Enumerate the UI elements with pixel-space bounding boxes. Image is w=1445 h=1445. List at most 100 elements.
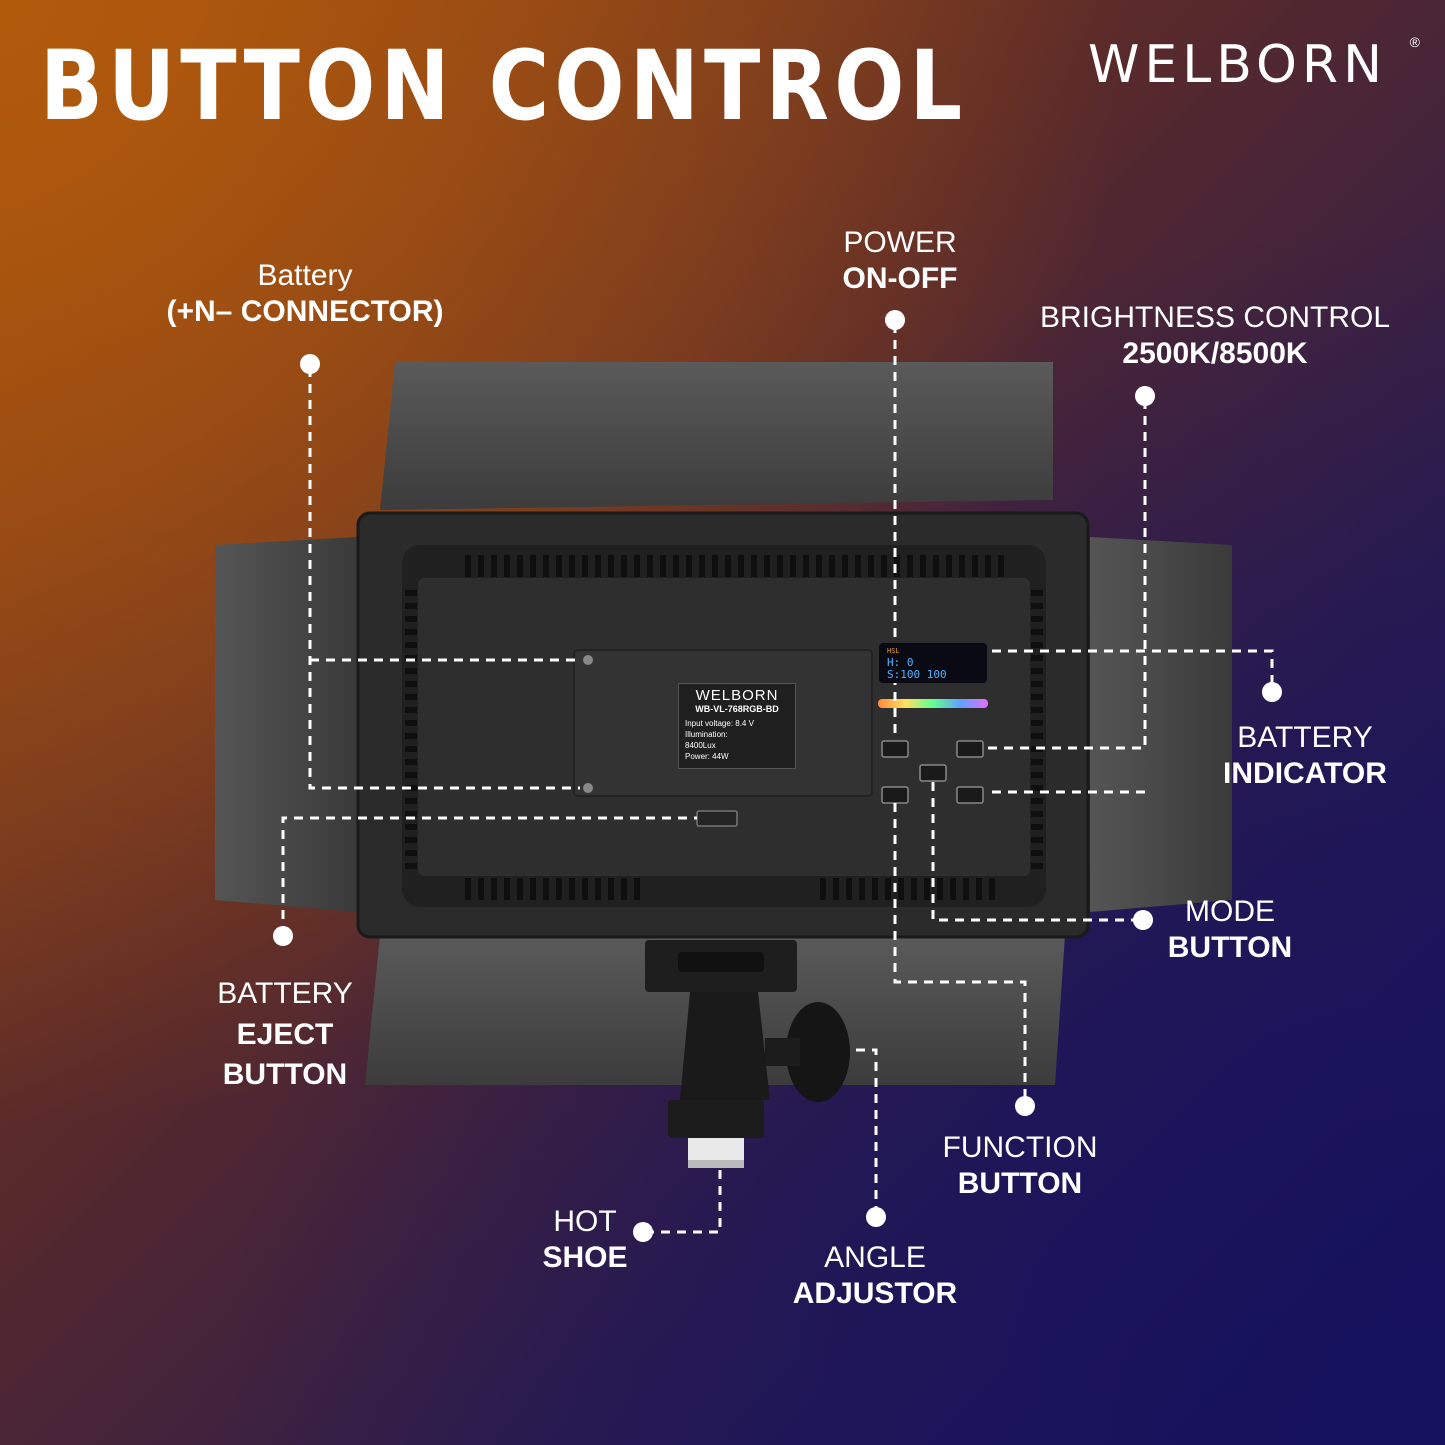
rgb-indicator xyxy=(878,699,988,708)
vent-slot xyxy=(478,878,484,900)
callout-dot-battery-connector xyxy=(300,354,320,374)
barndoor-right xyxy=(1090,537,1232,912)
barndoor-top xyxy=(380,362,1053,510)
vent-slot xyxy=(1031,837,1043,843)
vent-slot xyxy=(530,555,536,577)
vent-slot xyxy=(946,555,952,577)
vent-slot xyxy=(405,603,417,609)
vent-slot xyxy=(405,681,417,687)
vent-slot xyxy=(820,878,826,900)
callout-dot-power xyxy=(885,310,905,330)
vent-slot xyxy=(405,863,417,869)
vent-slot xyxy=(872,878,878,900)
vent-slot xyxy=(738,555,744,577)
vent-slot xyxy=(569,555,575,577)
vent-slot xyxy=(405,772,417,778)
vent-slot xyxy=(621,878,627,900)
vent-slot xyxy=(989,878,995,900)
spec-plate-model: WB-VL-768RGB-BD xyxy=(695,704,779,714)
vent-slot xyxy=(972,555,978,577)
vent-slot xyxy=(911,878,917,900)
vent-slot xyxy=(504,555,510,577)
vent-slot xyxy=(556,878,562,900)
vent-slot xyxy=(985,555,991,577)
vent-slot xyxy=(699,555,705,577)
page-title: BUTTON CONTROL xyxy=(40,30,968,142)
vent-slot xyxy=(790,555,796,577)
spec-plate-brand: WELBORN xyxy=(695,687,779,704)
spec-lux: 8400Lux xyxy=(685,741,716,750)
label-function: FUNCTION BUTTON xyxy=(942,1131,1098,1200)
vent-slot xyxy=(833,878,839,900)
vent-slot xyxy=(517,555,523,577)
vent-slot xyxy=(569,878,575,900)
vent-slot xyxy=(998,555,1004,577)
vent-slot xyxy=(595,878,601,900)
vent-slot xyxy=(976,878,982,900)
vent-slot xyxy=(1031,733,1043,739)
function-button xyxy=(881,786,909,804)
vent-slot xyxy=(920,555,926,577)
hot-shoe-base xyxy=(668,1100,764,1138)
vent-slot xyxy=(1031,850,1043,856)
label-power: POWER ON-OFF xyxy=(842,226,958,295)
vent-slot xyxy=(405,616,417,622)
vent-slot xyxy=(660,555,666,577)
vent-slot xyxy=(859,878,865,900)
vent-slot xyxy=(816,555,822,577)
mode-button xyxy=(919,764,947,782)
vent-slot xyxy=(465,555,471,577)
label-angle: ANGLE ADJUSTOR xyxy=(792,1241,958,1310)
vent-slot xyxy=(405,759,417,765)
screen-line-2: S:100 100 xyxy=(887,668,947,681)
spec-plate: WELBORN WB-VL-768RGB-BD Input voltage: 8… xyxy=(678,683,796,769)
vent-slot xyxy=(465,878,471,900)
vent-slot xyxy=(963,878,969,900)
vent-slot xyxy=(405,655,417,661)
vent-slot xyxy=(530,878,536,900)
vent-slot xyxy=(556,555,562,577)
label-hot-shoe: HOT SHOE xyxy=(542,1205,628,1274)
vent-slot xyxy=(405,720,417,726)
vent-slot xyxy=(405,824,417,830)
callout-dot-battery-indicator xyxy=(1262,682,1282,702)
vent-slot xyxy=(405,694,417,700)
vent-slot xyxy=(621,555,627,577)
power-button xyxy=(881,740,909,758)
lcd-screen: HSL H: 0 S:100 100 xyxy=(879,643,987,683)
vent-slot xyxy=(1031,603,1043,609)
vent-slot xyxy=(712,555,718,577)
callout-dot-angle xyxy=(866,1207,886,1227)
spec-illumination: Illumination: xyxy=(685,730,728,739)
vent-slots xyxy=(405,555,1043,900)
vent-slot xyxy=(491,555,497,577)
vent-slot xyxy=(582,878,588,900)
callout-dot-brightness xyxy=(1135,386,1155,406)
label-battery-eject: BATTERY EJECT BUTTON xyxy=(217,977,353,1091)
vent-slot xyxy=(1031,629,1043,635)
vent-slot xyxy=(829,555,835,577)
vent-slot xyxy=(686,555,692,577)
vent-slot xyxy=(634,555,640,577)
vent-slot xyxy=(764,555,770,577)
vent-slot xyxy=(933,555,939,577)
label-battery-indicator: BATTERY INDICATOR xyxy=(1223,721,1387,790)
vent-slot xyxy=(1031,590,1043,596)
vent-slot xyxy=(673,555,679,577)
vent-slot xyxy=(405,850,417,856)
vent-slot xyxy=(405,707,417,713)
vent-slot xyxy=(751,555,757,577)
vent-slot xyxy=(924,878,930,900)
vent-slot xyxy=(725,555,731,577)
vent-slot xyxy=(1031,642,1043,648)
vent-slot xyxy=(1031,772,1043,778)
vent-slot xyxy=(959,555,965,577)
vent-slot xyxy=(1031,707,1043,713)
vent-slot xyxy=(1031,824,1043,830)
screen-line-1: H: 0 xyxy=(887,656,914,669)
vent-slot xyxy=(777,555,783,577)
vent-slot xyxy=(1031,798,1043,804)
vent-slot xyxy=(803,555,809,577)
registered-mark: ® xyxy=(1409,34,1420,50)
callout-dot-mode xyxy=(1133,910,1153,930)
